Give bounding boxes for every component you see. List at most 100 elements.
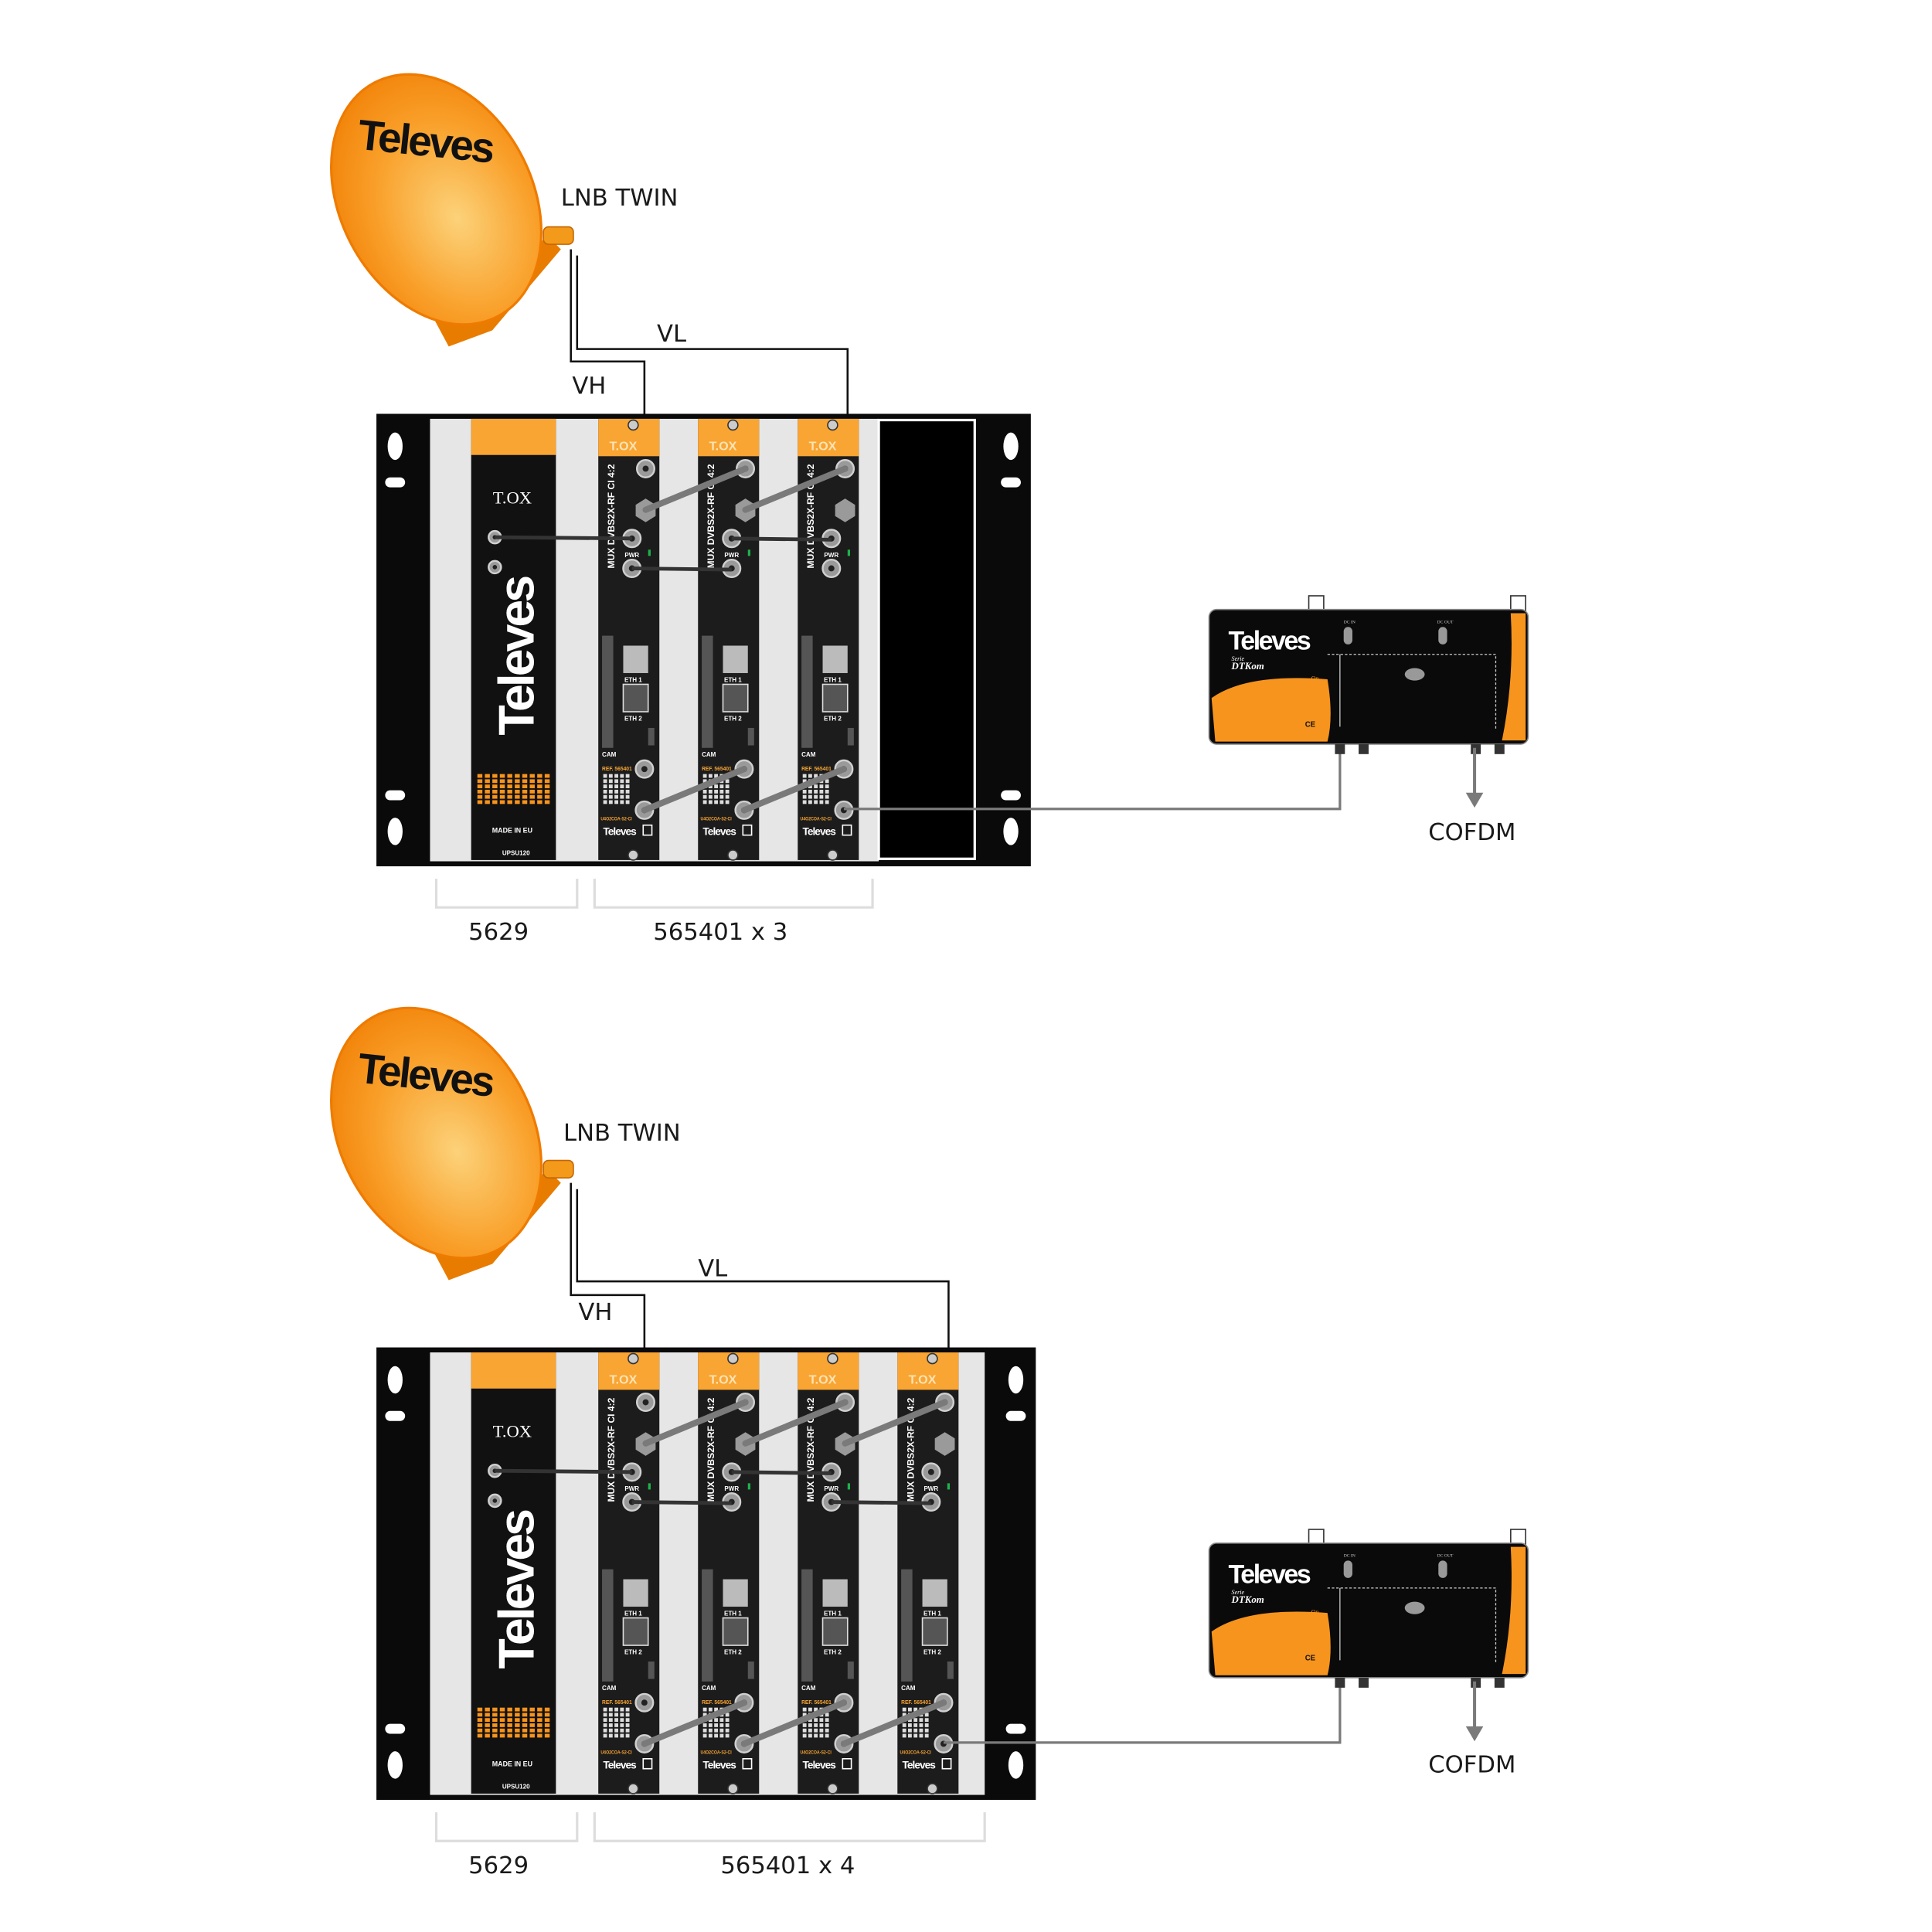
connector-pin — [642, 1399, 649, 1406]
psu-model-label: UPSU120 — [502, 1784, 530, 1791]
vent-dot — [814, 1728, 818, 1733]
connector-pin — [828, 565, 835, 572]
module-logo: T.OX — [909, 1372, 937, 1386]
vent-dot — [608, 1728, 613, 1733]
eth2-label: ETH 2 — [724, 715, 742, 722]
pwr-label: PWR — [824, 552, 838, 559]
vent-dot — [802, 774, 807, 778]
screw-icon — [927, 1783, 938, 1794]
vent-dot — [620, 774, 624, 778]
psu-vent-dot — [529, 1723, 535, 1727]
psu-vent-dot — [522, 1728, 528, 1733]
pwr-led — [847, 1483, 850, 1490]
psu-vent-dot — [492, 784, 498, 789]
eth2-label: ETH 2 — [824, 715, 842, 722]
psu-vent-dot — [485, 774, 490, 778]
vent-dot — [614, 800, 618, 804]
output-icon — [742, 1757, 753, 1770]
psu-vent-dot — [537, 1718, 543, 1723]
vl-label: VL — [657, 321, 686, 348]
cam-slot — [702, 1569, 713, 1682]
module-bracket — [593, 1812, 986, 1842]
vent-dot — [708, 1728, 713, 1733]
psu-vent-dot — [499, 1733, 505, 1738]
vent-dot — [614, 1728, 618, 1733]
vent-dot — [814, 789, 818, 794]
vent-dot — [608, 1733, 613, 1738]
module-ref-label: 565401 x 4 — [720, 1852, 855, 1879]
psu-vent-dot — [537, 1707, 543, 1712]
vent-dot — [924, 1718, 929, 1723]
psu-vent-dot — [507, 1713, 512, 1717]
vent-dot — [708, 800, 713, 804]
vent-dot — [808, 794, 812, 799]
vent-dot — [625, 789, 630, 794]
psu-vent-dot — [522, 774, 528, 778]
vent-dot — [719, 789, 724, 794]
output-loop-cable — [641, 1699, 747, 1747]
vent-dot — [603, 1713, 607, 1717]
vent-dot — [902, 1733, 906, 1738]
cam-label: CAM — [901, 1685, 916, 1692]
vent-dot — [614, 1733, 618, 1738]
vent-dot — [603, 1733, 607, 1738]
psu-vent-dot — [537, 800, 543, 804]
vent-dot — [819, 1718, 824, 1723]
eth1-label: ETH 1 — [724, 676, 742, 683]
psu-vent-dot — [492, 1728, 498, 1733]
screw-icon — [927, 1352, 938, 1365]
vent-dot — [608, 800, 613, 804]
psu-vent-dot — [477, 800, 483, 804]
vent-dot — [614, 794, 618, 799]
vent-dot — [902, 1728, 906, 1733]
eth2-label: ETH 2 — [923, 1648, 941, 1655]
psu-vent-dot — [507, 1733, 512, 1738]
psu-vent-dot — [499, 1728, 505, 1733]
vent-dot — [808, 1723, 812, 1727]
vent-dot — [620, 1718, 624, 1723]
vent-dot — [714, 1733, 719, 1738]
vent-dot — [714, 794, 719, 799]
dc-in-switch — [1343, 1560, 1352, 1578]
vent-dot — [603, 779, 607, 784]
made-in-label: MADE IN EU — [492, 1760, 532, 1767]
f-connector — [1494, 1677, 1505, 1688]
psu-vent-dot — [529, 1707, 535, 1712]
psu-vent-dot — [492, 1723, 498, 1727]
eth2-label: ETH 2 — [724, 1648, 742, 1655]
psu-ref-label: 5629 — [468, 1852, 529, 1879]
psu-vent-dot — [507, 784, 512, 789]
vent-dot — [719, 1728, 724, 1733]
vent-dot — [620, 784, 624, 789]
screw-icon — [628, 849, 639, 861]
lnb-icon — [543, 226, 574, 245]
vent-dot — [625, 1707, 630, 1712]
eth2-port — [622, 1617, 649, 1646]
cam-slot — [702, 635, 713, 748]
amp-serie-label: Serie — [1232, 1589, 1245, 1596]
psu-vent-dot — [515, 800, 520, 804]
vent-dot — [702, 1733, 707, 1738]
vent-dot — [614, 1718, 618, 1723]
power-cable — [631, 566, 732, 572]
vent-dot — [808, 774, 812, 778]
cam-label: CAM — [801, 1685, 816, 1692]
vent-dot — [620, 1728, 624, 1733]
module-brand: Televes — [603, 1760, 637, 1771]
vent-dot — [819, 789, 824, 794]
psu-vent-dot — [492, 1707, 498, 1712]
lnb-icon — [543, 1159, 574, 1179]
ref-label: REF. 565401 — [801, 1699, 832, 1706]
vent-dot — [802, 1728, 807, 1733]
vent-dot — [814, 794, 818, 799]
vent-dot — [825, 794, 829, 799]
module-logo: T.OX — [809, 1372, 837, 1386]
eth1-port — [623, 1579, 648, 1607]
vent-dot — [714, 800, 719, 804]
vent-dot — [603, 794, 607, 799]
vent-dot — [614, 789, 618, 794]
amp-orange-panel — [1211, 678, 1331, 742]
vent-dot — [625, 784, 630, 789]
vent-dot — [825, 1728, 829, 1733]
